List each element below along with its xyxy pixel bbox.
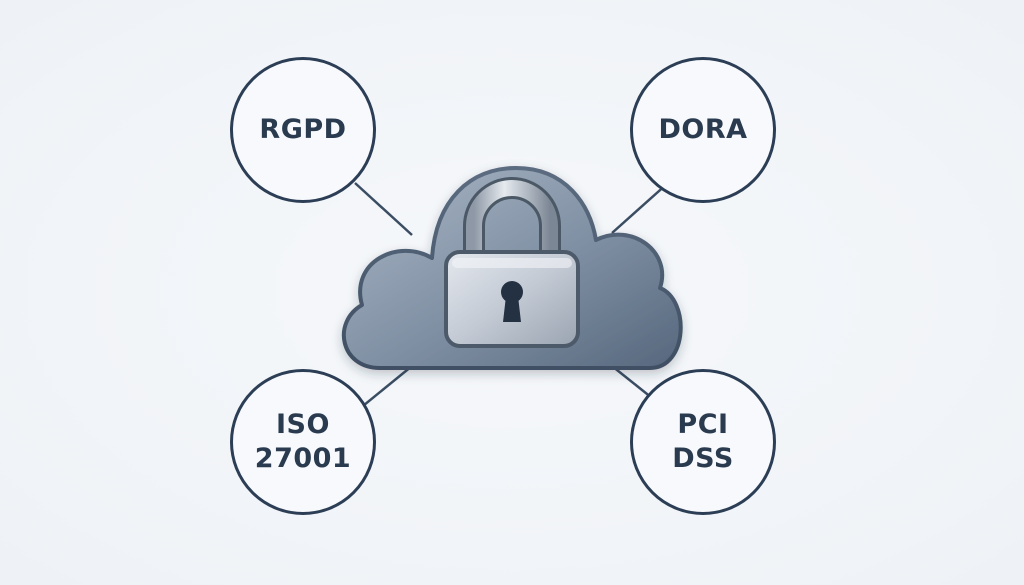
node-label: PCI DSS xyxy=(672,409,734,474)
connector-iso xyxy=(357,365,413,411)
node-dora: DORA xyxy=(630,57,776,203)
node-iso-27001: ISO 27001 xyxy=(230,369,376,515)
node-label: DORA xyxy=(658,114,748,146)
node-label: RGPD xyxy=(259,114,347,146)
node-rgpd: RGPD xyxy=(230,57,376,203)
node-label: ISO 27001 xyxy=(254,409,352,474)
connector-rgpd xyxy=(354,182,413,236)
padlock-icon xyxy=(444,177,580,348)
node-pci-dss: PCI DSS xyxy=(630,369,776,515)
connector-dora xyxy=(611,182,669,234)
